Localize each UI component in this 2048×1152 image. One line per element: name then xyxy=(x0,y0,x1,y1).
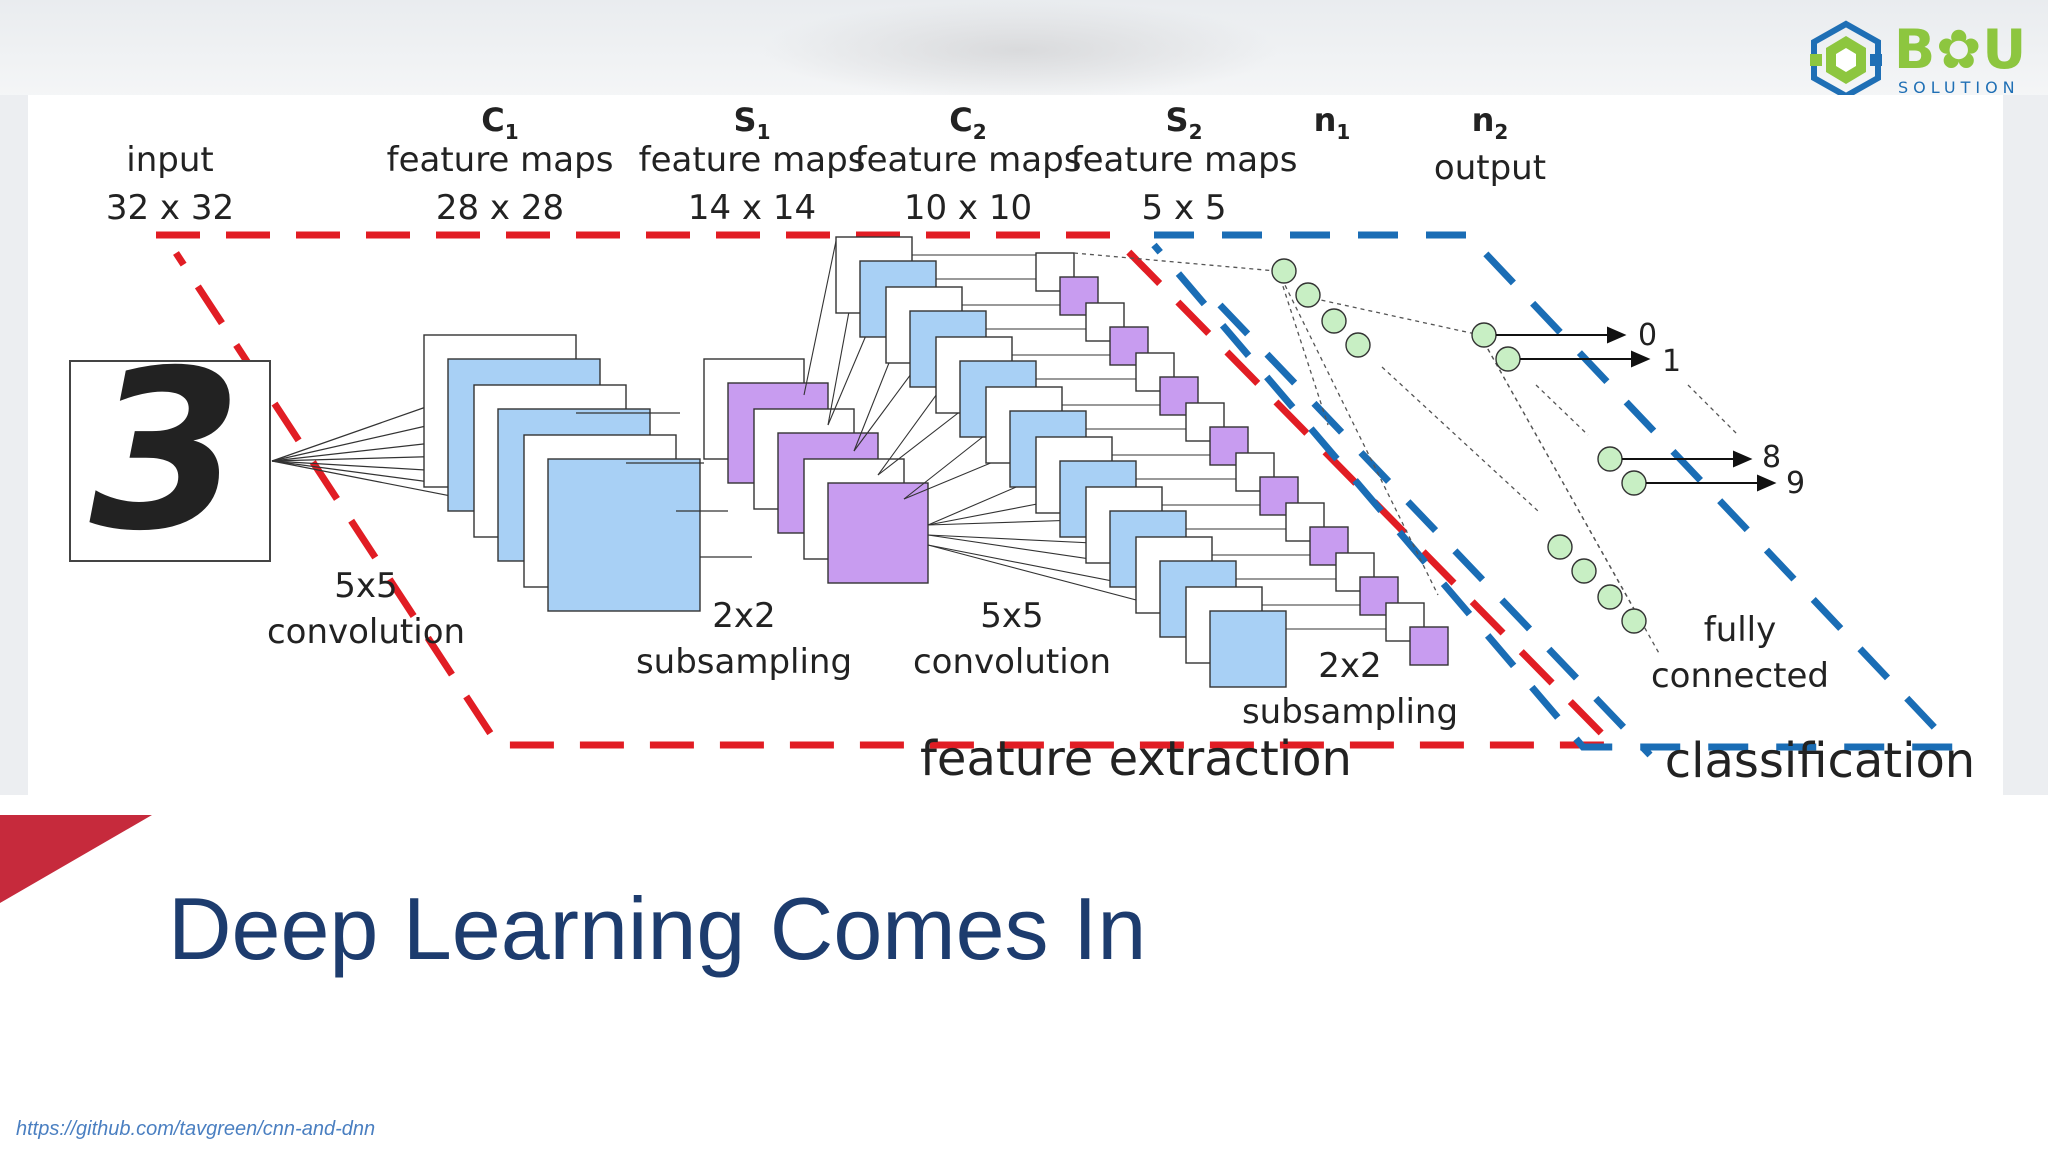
hexagon-cubes-logo-icon xyxy=(1810,20,1882,100)
output-label-9: 9 xyxy=(1786,466,1805,501)
input-image: 3 xyxy=(69,323,271,579)
op-conv2-line2: convolution xyxy=(913,642,1111,682)
feature-extraction-border xyxy=(156,231,1622,749)
c2-feature-maps xyxy=(835,236,1287,688)
output-label-1: 1 xyxy=(1662,344,1681,379)
s1-feature-maps xyxy=(703,358,929,584)
right-margin-band xyxy=(2000,95,2048,795)
op-conv1-line2: convolution xyxy=(267,612,465,652)
section-feature-extraction: feature extraction xyxy=(920,731,1352,787)
left-margin-band xyxy=(0,95,30,795)
op-fc-line1: fully xyxy=(1704,610,1777,650)
classification-border xyxy=(1151,231,1962,758)
logo-brand-text: B✿U xyxy=(1894,18,2028,81)
op-conv1-line1: 5x5 xyxy=(334,566,397,606)
op-sub1-line1: 2x2 xyxy=(712,596,775,636)
header-c2: C2 feature maps 10 x 10 xyxy=(855,101,1082,228)
header-s1-line2: 14 x 14 xyxy=(688,188,816,228)
header-c1: C1 feature maps 28 x 28 xyxy=(387,101,614,228)
header-c1-line1: feature maps xyxy=(387,140,614,180)
op-fc: fully connected xyxy=(1651,610,1829,696)
op-conv1: 5x5 convolution xyxy=(267,566,465,652)
op-sub2-line1: 2x2 xyxy=(1318,646,1381,686)
output-label-0: 0 xyxy=(1638,318,1657,353)
header-s2-subscript: 2 xyxy=(1189,120,1203,144)
op-sub2-line2: subsampling xyxy=(1242,692,1458,732)
output-label-8: 8 xyxy=(1762,440,1781,475)
header-input-line2: 32 x 32 xyxy=(106,188,234,228)
input-digit: 3 xyxy=(89,323,242,579)
source-link[interactable]: https://github.com/tavgreen/cnn-and-dnn xyxy=(16,1118,376,1140)
header-n2-subscript: 2 xyxy=(1494,120,1508,144)
header-s1-line1: feature maps xyxy=(639,140,866,180)
svg-text:S1: S1 xyxy=(734,101,771,144)
c1-to-s1-connections xyxy=(576,412,752,558)
dense-connections xyxy=(1073,252,1739,656)
svg-text:n1: n1 xyxy=(1314,101,1351,144)
svg-text:C2: C2 xyxy=(949,101,986,144)
header-s1-symbol: S xyxy=(734,101,757,139)
svg-text:S2: S2 xyxy=(1166,101,1203,144)
header-s2-line2: 5 x 5 xyxy=(1142,188,1227,228)
header-input-line1: input xyxy=(126,140,213,180)
header-c1-symbol: C xyxy=(481,101,504,139)
n2-output-neurons: 0 1 8 9 xyxy=(1471,318,1805,501)
op-sub1-line2: subsampling xyxy=(636,642,852,682)
header-n2-symbol: n xyxy=(1472,101,1495,139)
header-n1-symbol: n xyxy=(1314,101,1337,139)
company-logo: B✿U SOLUTION xyxy=(1806,14,2026,100)
s2-feature-maps xyxy=(1035,252,1449,666)
section-classification: classification xyxy=(1665,733,1975,789)
header-n2: n2 output xyxy=(1434,101,1546,188)
op-conv2: 5x5 convolution xyxy=(913,596,1111,682)
slide-title: Deep Learning Comes In xyxy=(168,879,1147,978)
header-c1-subscript: 1 xyxy=(505,120,519,144)
header-n2-line1: output xyxy=(1434,148,1546,188)
red-accent-flag xyxy=(0,815,152,903)
header-s1: S1 feature maps 14 x 14 xyxy=(639,101,866,228)
op-fc-line2: connected xyxy=(1651,656,1829,696)
header-shade xyxy=(760,0,1280,100)
op-sub1: 2x2 subsampling xyxy=(636,596,852,682)
c1-feature-maps xyxy=(423,334,701,612)
header-c1-line2: 28 x 28 xyxy=(436,188,564,228)
svg-text:n2: n2 xyxy=(1472,101,1509,144)
header-n1: n1 xyxy=(1314,101,1351,144)
header-c2-line2: 10 x 10 xyxy=(904,188,1032,228)
cnn-architecture-diagram: input 32 x 32 C1 feature maps 28 x 28 S1… xyxy=(28,95,2003,800)
header-s2-symbol: S xyxy=(1166,101,1189,139)
logo-tagline: SOLUTION xyxy=(1898,78,2020,97)
header-c2-line1: feature maps xyxy=(855,140,1082,180)
op-conv2-line1: 5x5 xyxy=(980,596,1043,636)
header-s2-line1: feature maps xyxy=(1071,140,1298,180)
op-sub2: 2x2 subsampling xyxy=(1242,646,1458,732)
cnn-diagram-svg: input 32 x 32 C1 feature maps 28 x 28 S1… xyxy=(69,101,1975,789)
svg-text:C1: C1 xyxy=(481,101,518,144)
header-n1-subscript: 1 xyxy=(1336,120,1350,144)
header-s2: S2 feature maps 5 x 5 xyxy=(1071,101,1298,228)
n1-neurons xyxy=(1271,258,1647,634)
header-s1-subscript: 1 xyxy=(757,120,771,144)
header-c2-symbol: C xyxy=(949,101,972,139)
header-input: input 32 x 32 xyxy=(106,140,234,228)
header-c2-subscript: 2 xyxy=(973,120,987,144)
